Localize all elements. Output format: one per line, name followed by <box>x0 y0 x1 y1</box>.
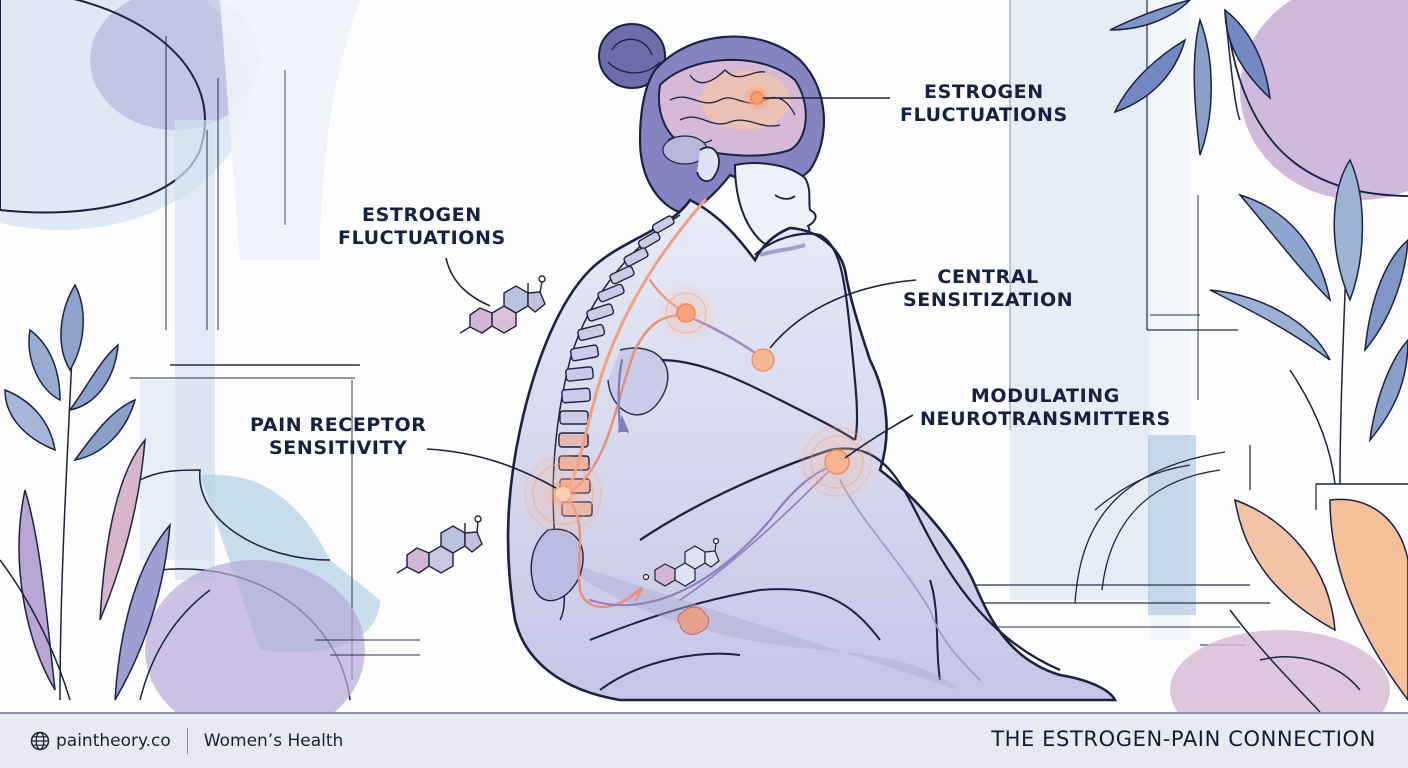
estrogen-molecule-icon-2 <box>396 515 483 574</box>
globe-icon <box>30 731 50 751</box>
site-link[interactable]: paintheory.co <box>56 731 171 751</box>
illustration-artwork <box>0 0 1408 712</box>
background-washes <box>0 0 1408 712</box>
illustration-canvas: ESTROGEN FLUCTUATIONS ESTROGEN FLUCTUATI… <box>0 0 1408 712</box>
spine <box>530 214 681 621</box>
callout-estrogen-fluctuations-left: ESTROGEN FLUCTUATIONS <box>338 204 506 249</box>
callout-pain-receptor-sensitivity: PAIN RECEPTOR SENSITIVITY <box>250 414 427 459</box>
left-plant <box>0 283 211 701</box>
estrogen-molecule-icon-1 <box>459 275 546 334</box>
infographic-title: THE ESTROGEN-PAIN CONNECTION <box>991 727 1376 751</box>
footer-divider <box>186 728 188 754</box>
callout-estrogen-fluctuations-brain: ESTROGEN FLUCTUATIONS <box>900 81 1068 126</box>
right-hanging-leaves <box>1109 0 1272 156</box>
callout-leader-lines <box>426 97 917 489</box>
footer-source: paintheory.co Women’s Health <box>0 728 343 754</box>
pain-hotspots <box>517 281 879 635</box>
category-label: Women’s Health <box>203 731 344 751</box>
callout-central-sensitization: CENTRAL SENSITIZATION <box>903 266 1074 311</box>
estrogen-molecule-icon-3 <box>642 537 720 587</box>
footer-bar: paintheory.co Women’s Health THE ESTROGE… <box>0 712 1408 768</box>
callout-modulating-neurotransmitters: MODULATING NEUROTRANSMITTERS <box>920 385 1171 430</box>
right-potted-plant <box>1209 158 1408 712</box>
